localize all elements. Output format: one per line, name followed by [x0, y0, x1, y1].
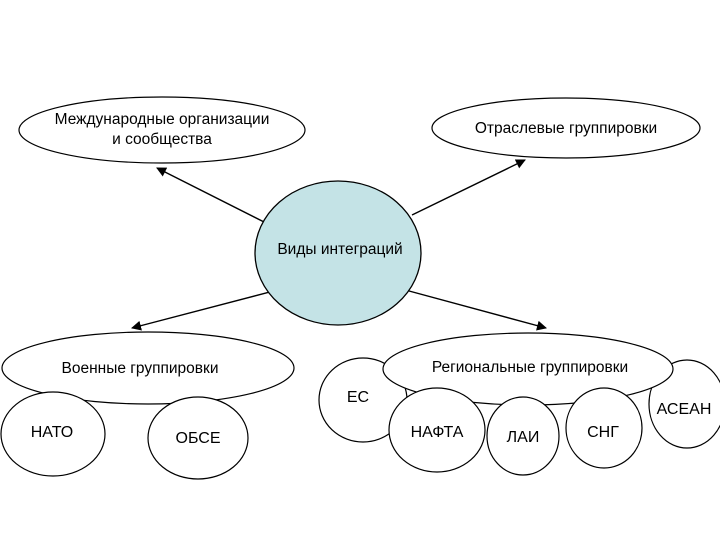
node-obse-shape [147, 396, 249, 480]
node-international-label-line1: Международные организации [55, 111, 270, 128]
node-nafta-shape [388, 387, 486, 473]
arrow-to-regional [397, 287, 547, 331]
node-center-label: Виды интеграций [277, 241, 402, 258]
node-asean-label: АСЕАН [657, 401, 712, 418]
node-es-label: ЕС [347, 389, 369, 406]
node-nafta-label: НАФТА [411, 424, 464, 441]
node-asean-shape [648, 359, 720, 449]
node-international-shape [18, 96, 306, 164]
arrow-to-sectoral [411, 159, 526, 216]
node-nafta: НАФТА [388, 387, 486, 473]
arrow-to-international [156, 167, 271, 226]
arrow-to-military [131, 287, 286, 331]
node-lai-shape [486, 396, 560, 476]
node-international: Международные организации и сообщества [18, 96, 306, 164]
node-obse: ОБСЕ [147, 396, 249, 480]
node-sng-label: СНГ [587, 424, 619, 441]
node-center-shape [254, 180, 422, 326]
node-sectoral-shape [431, 97, 701, 159]
node-nato: НАТО [0, 391, 106, 477]
node-lai-label: ЛАИ [507, 429, 540, 446]
node-regional: Региональные группировки [382, 332, 674, 406]
node-military-label: Военные группировки [62, 360, 219, 377]
node-military: Военные группировки [1, 331, 295, 405]
node-asean: АСЕАН [648, 359, 720, 449]
node-sectoral-label: Отраслевые группировки [475, 120, 657, 137]
node-obse-label: ОБСЕ [176, 430, 221, 447]
node-nato-shape [0, 391, 106, 477]
node-international-label-line2: и сообщества [112, 131, 212, 148]
node-lai: ЛАИ [486, 396, 560, 476]
node-military-shape [1, 331, 295, 405]
node-sng: СНГ [565, 387, 643, 469]
node-regional-label: Региональные группировки [432, 359, 628, 376]
node-center: Виды интеграций [254, 180, 422, 326]
node-sng-shape [565, 387, 643, 469]
node-sectoral: Отраслевые группировки [431, 97, 701, 159]
node-nato-label: НАТО [31, 424, 73, 441]
